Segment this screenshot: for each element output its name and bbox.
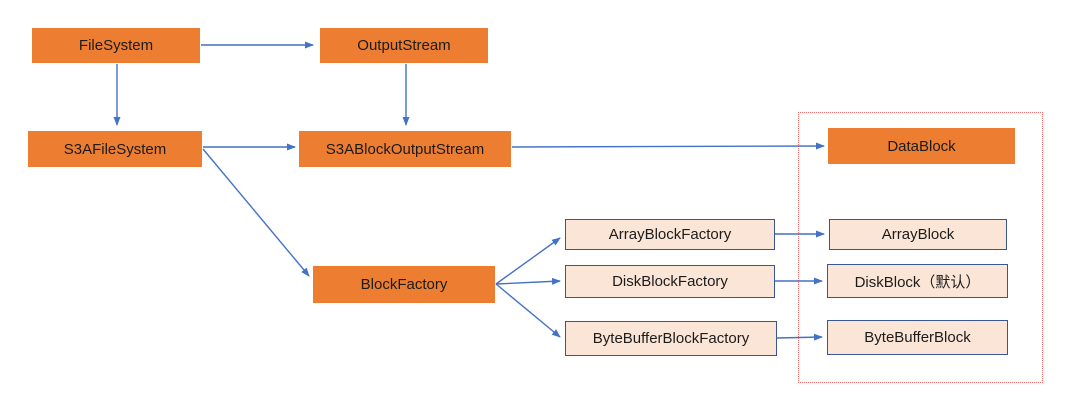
node-diskblock-label: DiskBlock（默认） <box>854 273 981 291</box>
node-outputstream: OutputStream <box>320 28 488 63</box>
node-arrayblock-label: ArrayBlock <box>881 226 955 243</box>
node-outputstream-label: OutputStream <box>357 37 451 54</box>
node-diskblock: DiskBlock（默认） <box>827 264 1008 298</box>
node-s3afilesystem-label: S3AFileSystem <box>63 140 167 158</box>
edge-s3afilesystem-blockfactory <box>202 148 310 277</box>
node-filesystem: FileSystem <box>32 28 200 63</box>
node-diskblockfactory-label: DiskBlockFactory <box>612 273 728 290</box>
node-bytebufferblockfactory: ByteBufferBlockFactory <box>565 321 777 356</box>
edge-s3ablockoutputstream-datablock <box>511 142 825 150</box>
node-s3ablockoutputstream-label: S3ABlockOutputStream <box>325 140 485 158</box>
node-s3afilesystem: S3AFileSystem <box>28 131 202 167</box>
node-arrayblockfactory-label: ArrayBlockFactory <box>608 226 732 243</box>
edge-blockfactory-arrayblockfactory <box>495 237 561 285</box>
node-bytebufferblockfactory-label: ByteBufferBlockFactory <box>592 330 750 347</box>
node-bytebufferblock-label: ByteBufferBlock <box>864 329 971 346</box>
node-filesystem-label: FileSystem <box>78 37 154 54</box>
edge-bytebufferblockfactory-bytebufferblock <box>776 333 823 341</box>
node-blockfactory-label: BlockFactory <box>360 276 448 293</box>
node-blockfactory: BlockFactory <box>313 266 495 303</box>
node-s3ablockoutputstream: S3ABlockOutputStream <box>299 131 511 167</box>
node-datablock-label: DataBlock <box>887 137 956 155</box>
node-bytebufferblock: ByteBufferBlock <box>827 320 1008 355</box>
node-diskblockfactory: DiskBlockFactory <box>565 265 775 298</box>
edge-blockfactory-diskblockfactory <box>495 277 561 285</box>
node-arrayblockfactory: ArrayBlockFactory <box>565 219 775 250</box>
node-datablock: DataBlock <box>828 128 1015 164</box>
edge-blockfactory-bytebufferblockfactory <box>495 283 561 338</box>
node-arrayblock: ArrayBlock <box>829 219 1007 250</box>
